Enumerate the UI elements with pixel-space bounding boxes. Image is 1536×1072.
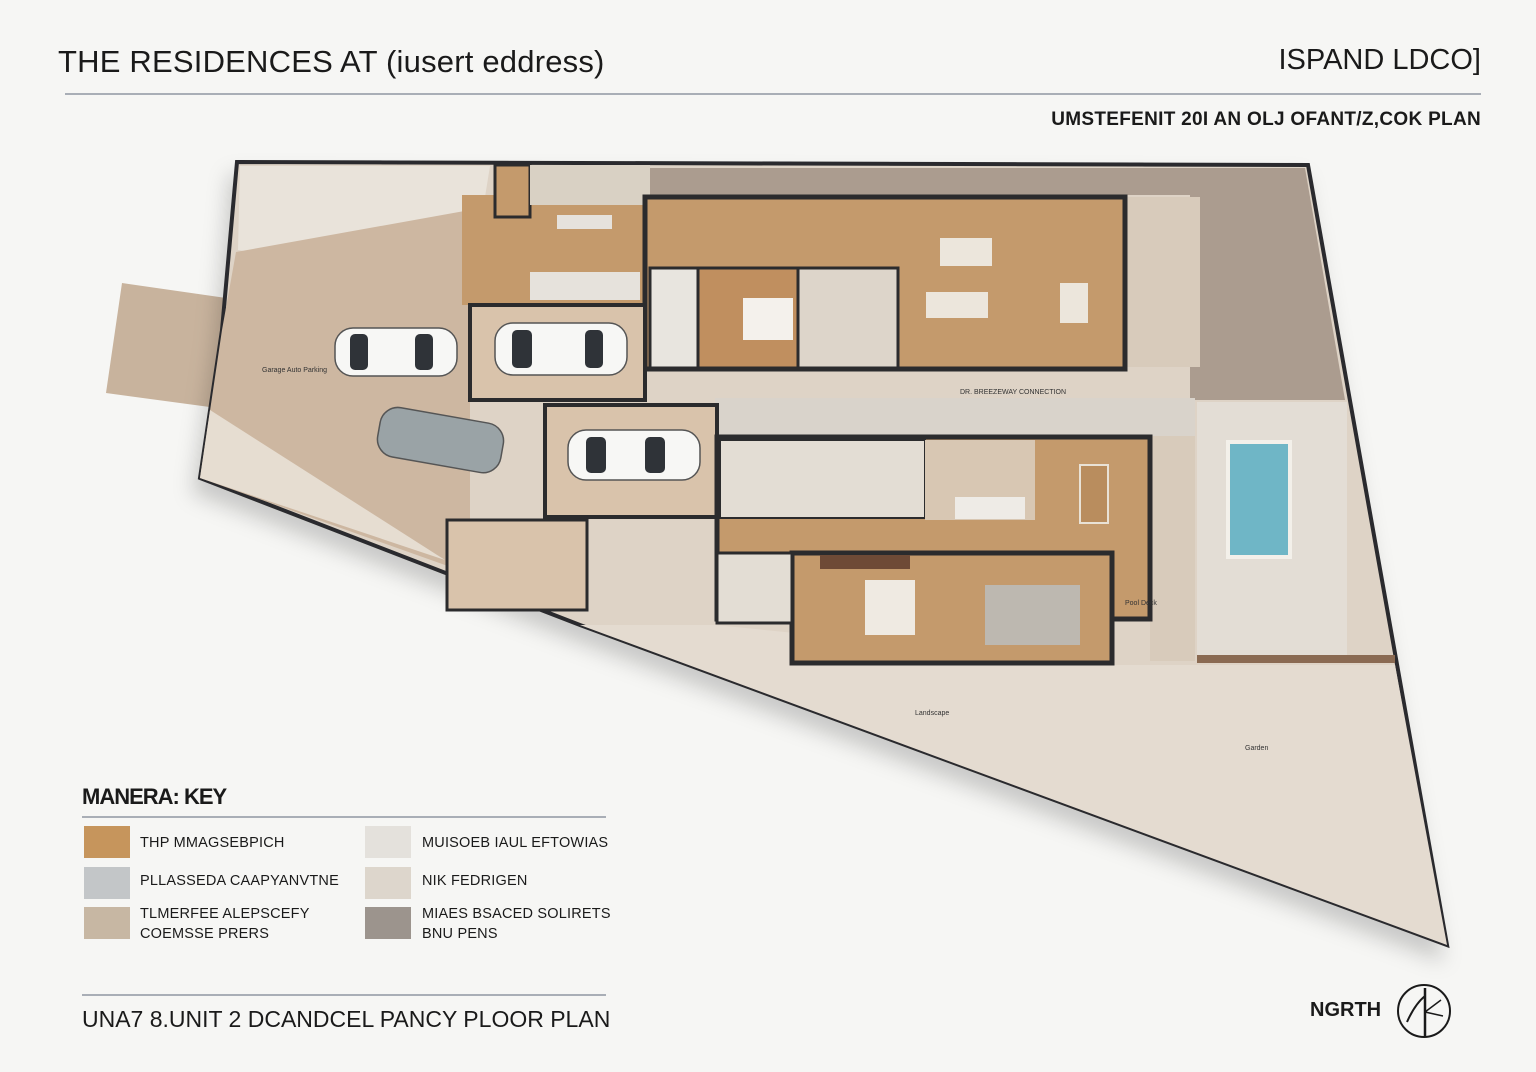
breezeway <box>715 398 1195 436</box>
swatch <box>365 826 411 858</box>
plan-label-breezeway: DR. BREEZEWAY CONNECTION <box>960 389 1066 396</box>
swatch <box>365 867 411 899</box>
brand-logo-text: ISPAND LDCO] <box>1278 44 1481 76</box>
driveway-paving <box>200 210 545 610</box>
unit-2 <box>714 434 1153 666</box>
side-path <box>1125 197 1200 367</box>
swatch <box>84 867 130 899</box>
material-key-title: MANERA: KEY <box>82 784 227 809</box>
plan-label-landscape: Landscape <box>915 710 949 717</box>
key-label: MIAES BSACED SOLIRETS BNU PENS <box>422 906 611 942</box>
key-label: THP MMAGSEBPICH <box>140 835 285 851</box>
header-divider <box>65 93 1481 95</box>
driveway-apron <box>106 283 240 410</box>
swatch <box>365 907 411 939</box>
page-title: THE RESIDENCES AT (iusert eddress) <box>58 44 605 79</box>
gravel-area <box>650 168 1345 400</box>
pool <box>1226 440 1292 559</box>
material-key-divider <box>82 816 606 818</box>
key-label: MUISOEB IAUL EFTOWIAS <box>422 835 609 851</box>
side-path-lower <box>1150 436 1195 661</box>
plan-title: UNA7 8.UNIT 2 DCANDCEL PANCY PLOOR PLAN <box>82 1006 611 1032</box>
swatch <box>84 907 130 939</box>
plan-label-pool-deck: Pool Deck <box>1125 600 1157 607</box>
footer-divider <box>82 994 606 996</box>
rear-yard <box>580 625 1447 945</box>
plan-label-driveway: Garage Auto Parking <box>262 367 327 374</box>
plan-label-garden: Garden <box>1245 745 1268 752</box>
deck-boardwalk <box>1197 655 1395 663</box>
north-arrow-icon <box>1397 984 1451 1038</box>
page-subtitle: UMSTEFENIT 20I AN OLJ OFANT/Z,COK PLAN <box>1051 109 1481 130</box>
key-label: PLLASSEDA CAAPYANVTNE <box>140 873 339 889</box>
north-label: NGRTH <box>1310 999 1382 1021</box>
key-label: TLMERFEE ALEPSCEFY COEMSSE PRERS <box>140 906 310 942</box>
landscape-strip <box>200 410 445 560</box>
key-label: NIK FEDRIGEN <box>422 873 528 889</box>
swatch <box>84 826 130 858</box>
utility-room <box>445 518 589 612</box>
